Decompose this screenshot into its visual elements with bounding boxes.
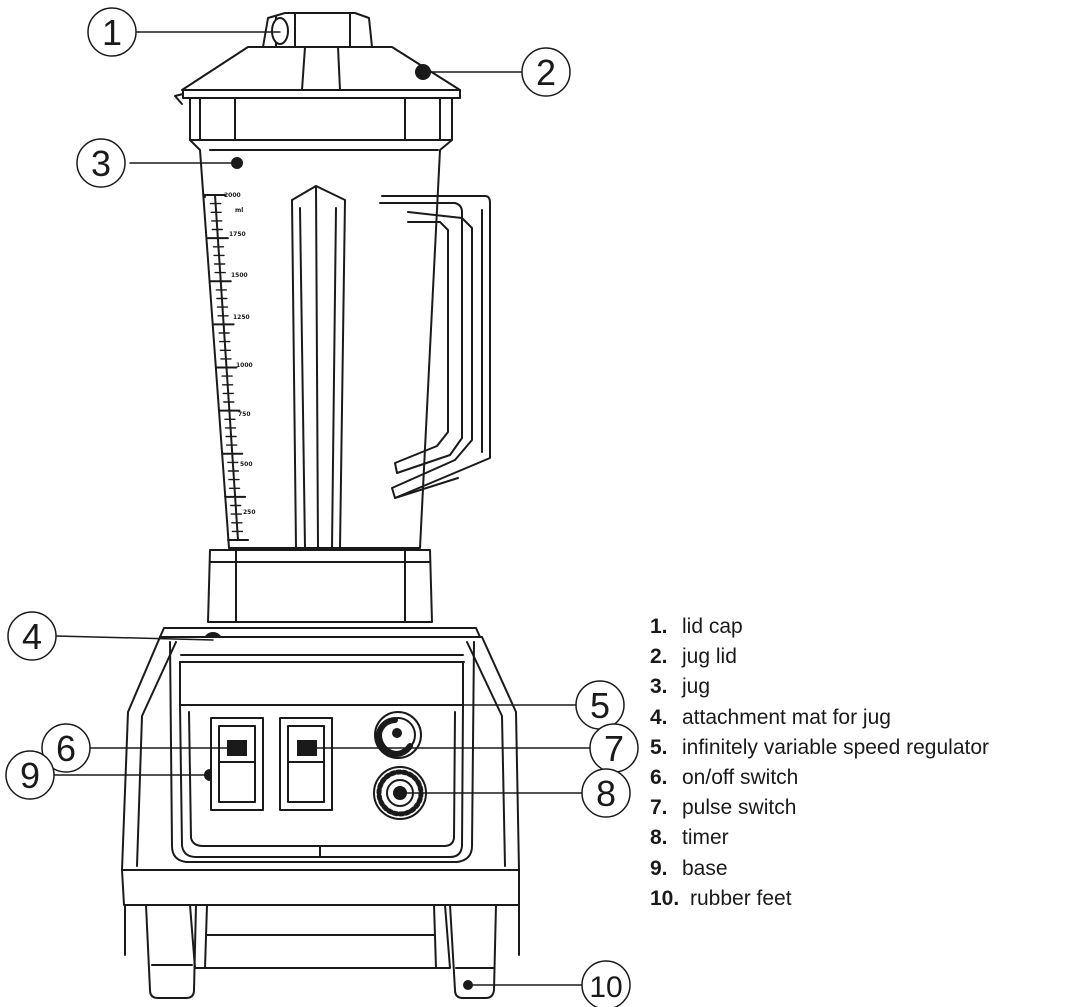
legend-item-6: 6. on/off switch [650,763,989,793]
jug-scale-labels: 2000 ml 1750 1500 1250 1000 750 500 250 [224,192,256,516]
callout-circle-4 [7,611,57,661]
legend-number: 9. [650,856,668,880]
rubber-feet [145,904,497,999]
callout-number-10: 10 [589,971,622,1004]
callout-leaders [52,31,593,986]
legend-item-2: 2. jug lid [650,642,989,672]
callout-circle-6 [41,723,91,773]
parts-legend: 1. lid cap 2. jug lid 3. jug 4. attachment m… [650,612,989,914]
callout-number-5: 5 [590,685,610,726]
legend-label: attachment mat for jug [682,705,891,729]
scale-label-unit: ml [235,207,243,214]
legend-item-10: 10. rubber feet [650,884,989,914]
scale-label-1500: 1500 [231,272,248,279]
legend-item-3: 3. jug [650,672,989,702]
scale-label-500: 500 [240,461,253,468]
legend-item-7: 7. pulse switch [650,793,989,823]
legend-label: on/off switch [682,765,799,789]
legend-label: infinitely variable speed regulator [682,735,990,759]
callout-number-4: 4 [22,616,42,657]
callout-circle-9 [5,750,55,800]
legend-number: 3. [650,675,668,699]
legend-number: 1. [650,615,668,638]
callout-number-1: 1 [102,12,122,53]
legend-label: pulse switch [682,796,797,820]
jug-scale-ticks [204,194,249,541]
callout-number-2: 2 [536,52,556,93]
callout-circle-1 [87,7,137,57]
legend-number: 6. [650,765,668,789]
scale-label-1750: 1750 [229,231,246,238]
legend-label: lid cap [682,615,743,638]
legend-number: 8. [650,826,668,850]
legend-label: timer [682,826,729,850]
scale-label-250: 250 [243,509,256,516]
legend-item-5: 5. infinitely variable speed regulator [650,733,989,763]
legend-item-4: 4. attachment mat for jug [650,703,989,733]
legend-number: 2. [650,645,668,669]
legend-number: 5. [650,735,668,759]
legend-item-1: 1. lid cap [650,612,989,642]
speed-regulator-knob[interactable] [374,711,422,759]
jug-collar [207,549,433,623]
legend-number: 4. [650,705,668,729]
scale-label-1250: 1250 [233,314,250,321]
callout-number-9: 9 [20,755,40,796]
jug [189,97,491,549]
callout-number-3: 3 [91,143,111,184]
pulse-switch[interactable] [279,717,333,811]
scale-label-750: 750 [238,411,251,418]
callout-circle-10 [581,960,631,1007]
callout-circle-8 [581,768,631,818]
lid-cap [262,12,373,48]
scale-label-1000: 1000 [236,362,253,369]
legend-item-9: 9. base [650,854,989,884]
callout-circle-3 [76,138,126,188]
legend-label: rubber feet [690,886,792,910]
legend-number: 10. [650,886,680,910]
callout-number-6: 6 [56,728,76,769]
legend-label: jug [682,675,711,699]
callout-number-7: 7 [604,728,624,769]
on-off-switch[interactable] [210,717,264,811]
legend-item-8: 8. timer [650,823,989,853]
callout-circles [5,7,639,1007]
scale-label-2000: 2000 [224,192,241,199]
callout-numbers: 1 2 3 4 5 6 7 8 9 10 [20,12,624,1004]
callout-circle-2 [521,47,571,97]
callout-number-8: 8 [596,773,616,814]
legend-label: base [682,856,728,880]
legend-number: 7. [650,796,668,820]
jug-lid [174,46,461,105]
legend-label: jug lid [682,645,737,669]
